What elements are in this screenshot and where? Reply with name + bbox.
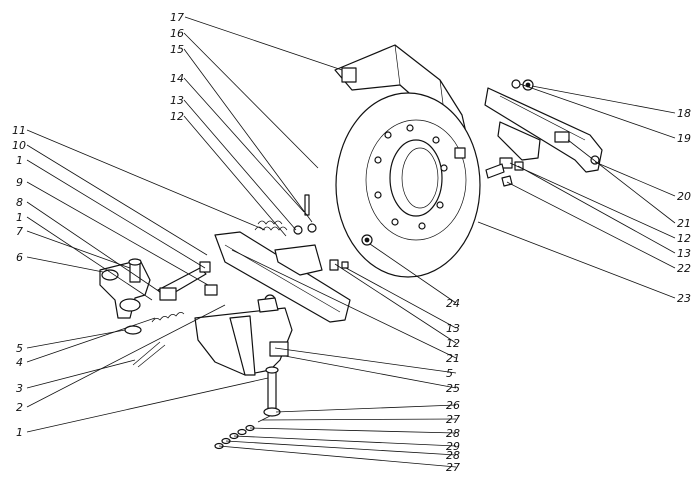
callout-1: 1 <box>16 154 23 167</box>
callout-27: 27 <box>446 461 460 474</box>
callout-2: 2 <box>16 401 23 414</box>
callout-1: 1 <box>16 211 23 224</box>
callout-15: 15 <box>170 43 184 56</box>
leader-lines <box>26 16 676 468</box>
callout-16: 16 <box>170 27 184 40</box>
callout-21: 21 <box>446 352 460 365</box>
callout-6: 6 <box>16 251 23 264</box>
callout-20: 20 <box>677 190 691 203</box>
callout-21: 21 <box>677 217 691 230</box>
callout-26: 26 <box>446 399 460 412</box>
callout-11: 11 <box>12 124 26 137</box>
callout-28: 28 <box>446 427 460 440</box>
callout-12: 12 <box>677 232 691 245</box>
spring-and-pin-parts <box>254 194 373 246</box>
callout-28: 28 <box>446 449 460 462</box>
callout-8: 8 <box>16 196 23 209</box>
callout-22: 22 <box>677 262 691 275</box>
callout-17: 17 <box>170 11 184 24</box>
callout-1: 1 <box>16 426 23 439</box>
callout-5: 5 <box>16 342 23 355</box>
callout-24: 24 <box>446 297 460 310</box>
callout-labels: 17 16 15 14 13 12 11 10 1 9 8 1 7 6 5 4 … <box>12 11 691 474</box>
callout-10: 10 <box>12 139 26 152</box>
callout-14: 14 <box>170 72 184 85</box>
callout-27: 27 <box>446 413 460 426</box>
callout-23: 23 <box>677 292 691 305</box>
left-bracket-assembly <box>99 258 293 376</box>
callout-25: 25 <box>446 382 460 395</box>
callout-29: 29 <box>446 440 460 453</box>
callout-5: 5 <box>446 367 453 380</box>
callout-12: 12 <box>170 110 184 123</box>
callout-13: 13 <box>170 94 184 107</box>
callout-19: 19 <box>677 132 691 145</box>
callout-4: 4 <box>16 356 23 369</box>
callout-13: 13 <box>446 322 460 335</box>
callout-9: 9 <box>16 176 23 189</box>
callout-7: 7 <box>16 225 23 238</box>
central-arm <box>214 231 351 323</box>
callout-3: 3 <box>16 382 23 395</box>
callout-18: 18 <box>677 107 691 120</box>
callout-13: 13 <box>677 247 691 260</box>
callout-12: 12 <box>446 337 460 350</box>
brake-disc-housing <box>334 44 481 278</box>
